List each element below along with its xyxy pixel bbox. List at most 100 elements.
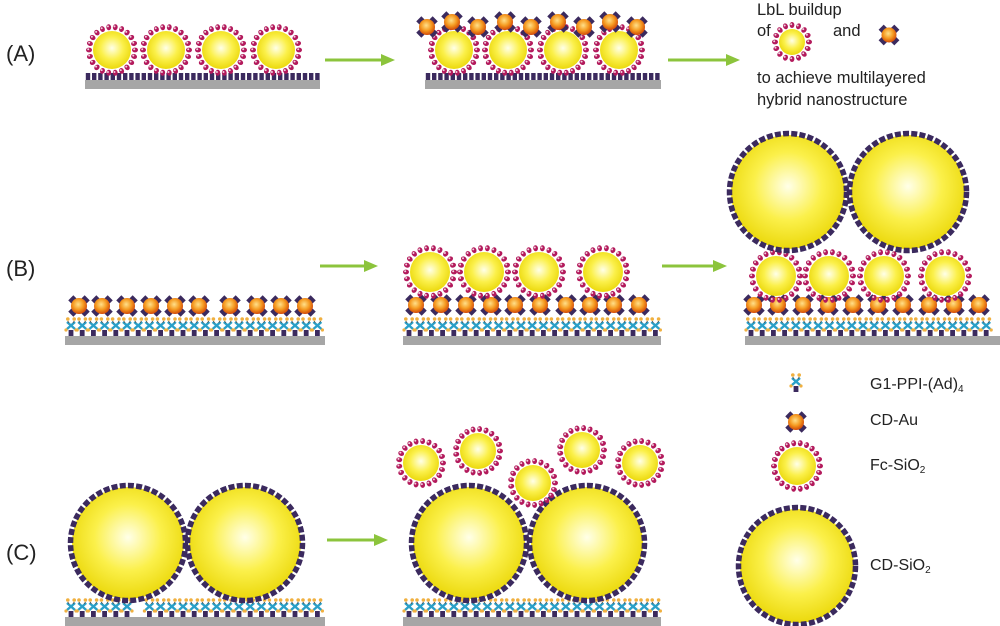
g1-ppi-ad4 xyxy=(492,598,506,617)
g1-ppi-ad4 xyxy=(581,317,595,336)
fc-sio2-particle xyxy=(457,245,511,299)
g1-ppi-ad4 xyxy=(75,317,89,336)
dendrimer-layer xyxy=(64,317,324,336)
cd-au-particle xyxy=(743,294,765,316)
g1-ppi-ad4 xyxy=(165,317,179,336)
cd-au-particle xyxy=(842,294,864,316)
g1-ppi-ad4 xyxy=(744,317,758,336)
g1-ppi-ad4 xyxy=(299,598,313,617)
g1-ppi-ad4 xyxy=(109,317,123,336)
g1-ppi-ad4 xyxy=(648,317,663,336)
fc-sio2-particle xyxy=(593,24,645,76)
cd-sio2-particle xyxy=(726,130,850,254)
fc-sio2-particle xyxy=(428,24,480,76)
g1-ppi-ad4 xyxy=(637,598,651,617)
fc-sio2-particle xyxy=(195,24,247,76)
g1-ppi-ad4 xyxy=(98,317,112,336)
note-word-of: of xyxy=(757,22,771,40)
g1-ppi-ad4 xyxy=(266,598,280,617)
g1-ppi-ad4 xyxy=(142,317,156,336)
cd-au-particle xyxy=(219,295,241,317)
dendrimer-layer xyxy=(402,598,663,617)
g1-ppi-ad4 xyxy=(75,598,89,617)
g1-ppi-ad4 xyxy=(210,598,224,617)
g1-ppi-ad4 xyxy=(834,317,848,336)
substrates xyxy=(65,80,1000,626)
substrate xyxy=(85,80,320,89)
fc-sio2-particle xyxy=(802,249,856,303)
reaction-arrow xyxy=(325,54,395,66)
g1-ppi-ad4 xyxy=(548,598,562,617)
g1-ppi-ad4 xyxy=(604,598,618,617)
g1-ppi-ad4 xyxy=(424,317,438,336)
row-label-b: (B) xyxy=(6,256,36,281)
substrate xyxy=(403,336,661,345)
cd-au-particle xyxy=(529,294,551,316)
cd-au-particle xyxy=(164,295,186,317)
g1-ppi-ad4 xyxy=(436,598,450,617)
cd-surface-layer xyxy=(85,73,320,80)
substrate xyxy=(403,617,661,626)
note-word-and: and xyxy=(833,22,861,40)
cd-au-particle xyxy=(91,295,113,317)
g1-ppi-ad4 xyxy=(912,317,926,336)
g1-ppi-ad4 xyxy=(514,317,528,336)
cd-au-particle xyxy=(467,16,489,38)
note-line-lbl-buildup: LbL buildup xyxy=(757,1,842,19)
g1-ppi-ad4 xyxy=(187,598,201,617)
g1-ppi-ad4 xyxy=(525,598,539,617)
g1-ppi-ad4 xyxy=(503,317,517,336)
fc-sio2-particle xyxy=(512,245,566,299)
g1-ppi-ad4 xyxy=(778,317,792,336)
g1-ppi-ad4 xyxy=(86,317,100,336)
fc-sio2-particle xyxy=(576,245,630,299)
row-label-a: (A) xyxy=(6,41,36,66)
g1-ppi-ad4 xyxy=(413,317,427,336)
cd-au-particle xyxy=(626,16,648,38)
g1-ppi-ad4 xyxy=(98,598,112,617)
cd-au-particle xyxy=(246,295,268,317)
g1-ppi-ad4 xyxy=(402,317,416,336)
dendrimer-layer xyxy=(744,317,993,336)
reaction-arrow xyxy=(668,54,740,66)
g1-ppi-ad4 xyxy=(288,598,302,617)
cd-au-particle xyxy=(140,295,162,317)
cd-sio2-particle xyxy=(408,482,530,604)
g1-ppi-ad4 xyxy=(968,317,982,336)
cd-au-particle xyxy=(188,295,210,317)
cd-sio2-particle xyxy=(526,482,648,604)
g1-ppi-ad4 xyxy=(120,317,134,336)
fc-sio2-particle xyxy=(918,249,972,303)
cd-au-particle xyxy=(416,16,438,38)
g1-ppi-ad4 xyxy=(979,317,993,336)
legend-label-g1-ppi: G1-PPI-(Ad)4 xyxy=(870,376,964,395)
note-line-multilayered: to achieve multilayered xyxy=(757,69,926,87)
g1-ppi-ad4 xyxy=(548,317,562,336)
g1-ppi-ad4 xyxy=(480,317,494,336)
g1-ppi-ad4 xyxy=(648,598,663,617)
g1-ppi-ad4 xyxy=(845,317,859,336)
g1-ppi-ad4 xyxy=(176,317,190,336)
cd-au-particle xyxy=(480,294,502,316)
fc-sio2-particle xyxy=(403,245,457,299)
note-line-hybrid: hybrid nanostructure xyxy=(757,91,908,109)
g1-ppi-ad4 xyxy=(789,317,803,336)
g1-ppi-ad4 xyxy=(142,598,156,617)
g1-ppi-ad4 xyxy=(277,317,291,336)
g1-ppi-ad4 xyxy=(310,317,324,336)
g1-ppi-ad4 xyxy=(766,317,781,336)
cd-au-particle xyxy=(628,294,650,316)
cd-au-particle xyxy=(579,294,601,316)
g1-ppi-ad4 xyxy=(615,317,629,336)
g1-ppi-ad4 xyxy=(570,317,584,336)
cd-au-particle xyxy=(270,295,292,317)
cd-au-particle xyxy=(547,11,569,33)
g1-ppi-ad4 xyxy=(165,598,179,617)
cd-au-particle xyxy=(968,294,990,316)
reaction-arrow xyxy=(327,534,388,546)
g1-ppi-ad4 xyxy=(288,317,302,336)
g1-ppi-ad4 xyxy=(310,598,324,617)
cd-au-particle xyxy=(494,11,516,33)
fc-sio2-particle xyxy=(537,24,589,76)
reaction-arrow xyxy=(320,260,378,272)
